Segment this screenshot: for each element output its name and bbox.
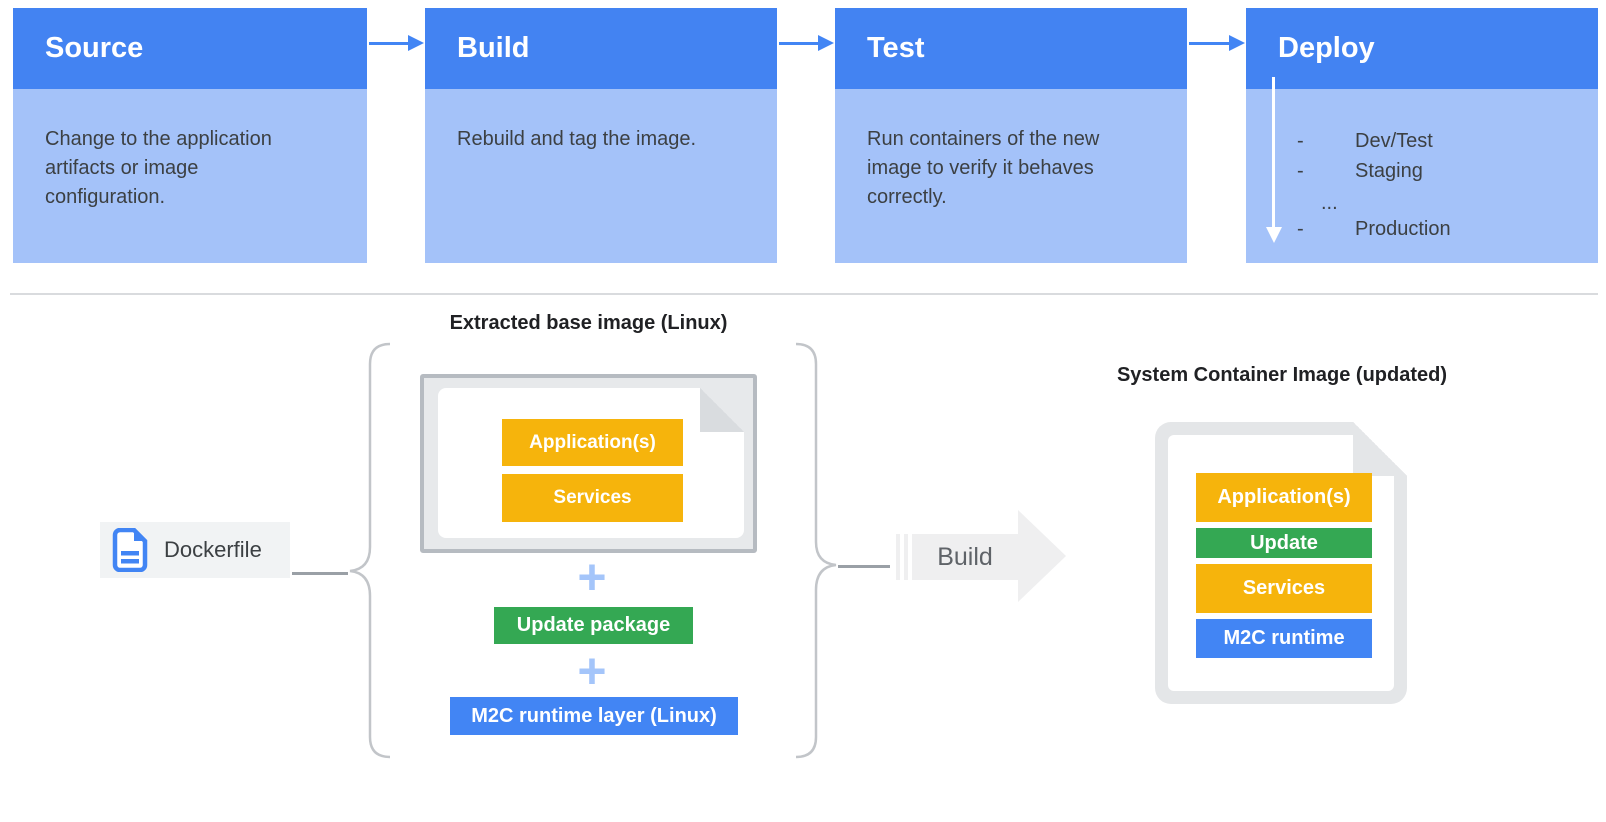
- arrow-head: [1229, 35, 1245, 51]
- arrow-head: [818, 35, 834, 51]
- arrow-head: [408, 35, 424, 51]
- step-title-test: Test: [835, 8, 1187, 89]
- build-arrow-label: Build: [937, 543, 993, 571]
- arrow-right-icon: [779, 35, 834, 51]
- step-title-deploy: Deploy: [1246, 8, 1598, 89]
- step-title-source: Source: [13, 8, 367, 89]
- arrow-line: [1189, 41, 1229, 45]
- layer-m2c-runtime: M2C runtime layer (Linux): [450, 697, 738, 735]
- plus-icon: +: [577, 643, 607, 699]
- down-arrow-line: [1272, 77, 1275, 229]
- pipeline-step-test: Test Run containers of the new image to …: [835, 8, 1187, 263]
- folded-corner-icon: [700, 388, 744, 432]
- step-description-test: Run containers of the new image to verif…: [867, 128, 1100, 208]
- right-brace-icon: [795, 342, 837, 759]
- list-item: - Dev/Test: [1297, 128, 1433, 154]
- section-divider: [10, 293, 1598, 295]
- bullet-dash: -: [1297, 130, 1304, 152]
- down-arrow-icon: [1265, 77, 1282, 243]
- pipeline-step-build: Build Rebuild and tag the image.: [425, 8, 777, 263]
- extracted-base-image-title: Extracted base image (Linux): [449, 312, 728, 334]
- layer-applications: Application(s): [1196, 473, 1372, 522]
- arrow-stripe: [896, 534, 900, 580]
- pipeline-step-source: Source Change to the application artifac…: [13, 8, 367, 263]
- plus-icon: +: [577, 549, 607, 605]
- layer-update: Update: [1196, 528, 1372, 558]
- layer-update-package: Update package: [494, 607, 693, 644]
- bullet-dash: -: [1297, 160, 1304, 182]
- list-item: - Production: [1297, 216, 1451, 242]
- arrow-head: [1018, 510, 1066, 602]
- layer-services: Services: [1196, 564, 1372, 613]
- system-container-image-title: System Container Image (updated): [1116, 364, 1448, 386]
- document-icon: [112, 528, 148, 572]
- folded-corner-icon: [1353, 422, 1407, 476]
- arrow-right-icon: [369, 35, 424, 51]
- environment-label: ...: [1321, 192, 1338, 214]
- left-brace-icon: [349, 342, 391, 759]
- environment-label: Production: [1355, 218, 1451, 240]
- environment-label: Dev/Test: [1355, 130, 1433, 152]
- layer-applications: Application(s): [502, 419, 683, 466]
- list-item: ...: [1321, 190, 1338, 216]
- system-container-image-doc: [1155, 422, 1407, 704]
- arrow-body: [912, 534, 1018, 580]
- list-item: - Staging: [1297, 158, 1423, 184]
- connector-line: [838, 565, 890, 568]
- pipeline-step-deploy: Deploy: [1246, 8, 1598, 263]
- connector-line: [292, 572, 348, 575]
- dockerfile-chip: Dockerfile: [100, 522, 290, 578]
- arrow-line: [779, 41, 818, 45]
- step-title-build: Build: [425, 8, 777, 89]
- environment-label: Staging: [1355, 160, 1423, 182]
- arrow-stripe: [904, 534, 908, 580]
- layer-m2c-runtime: M2C runtime: [1196, 619, 1372, 658]
- arrow-line: [369, 41, 408, 45]
- step-description-source: Change to the application artifacts or i…: [45, 128, 272, 208]
- arrow-right-icon: [1189, 35, 1245, 51]
- build-arrow-icon: Build: [896, 510, 1068, 602]
- down-arrow-head: [1265, 227, 1282, 243]
- bullet-dash: -: [1297, 218, 1304, 240]
- step-description-build: Rebuild and tag the image.: [457, 128, 697, 150]
- dockerfile-label: Dockerfile: [164, 537, 262, 562]
- layer-services: Services: [502, 474, 683, 522]
